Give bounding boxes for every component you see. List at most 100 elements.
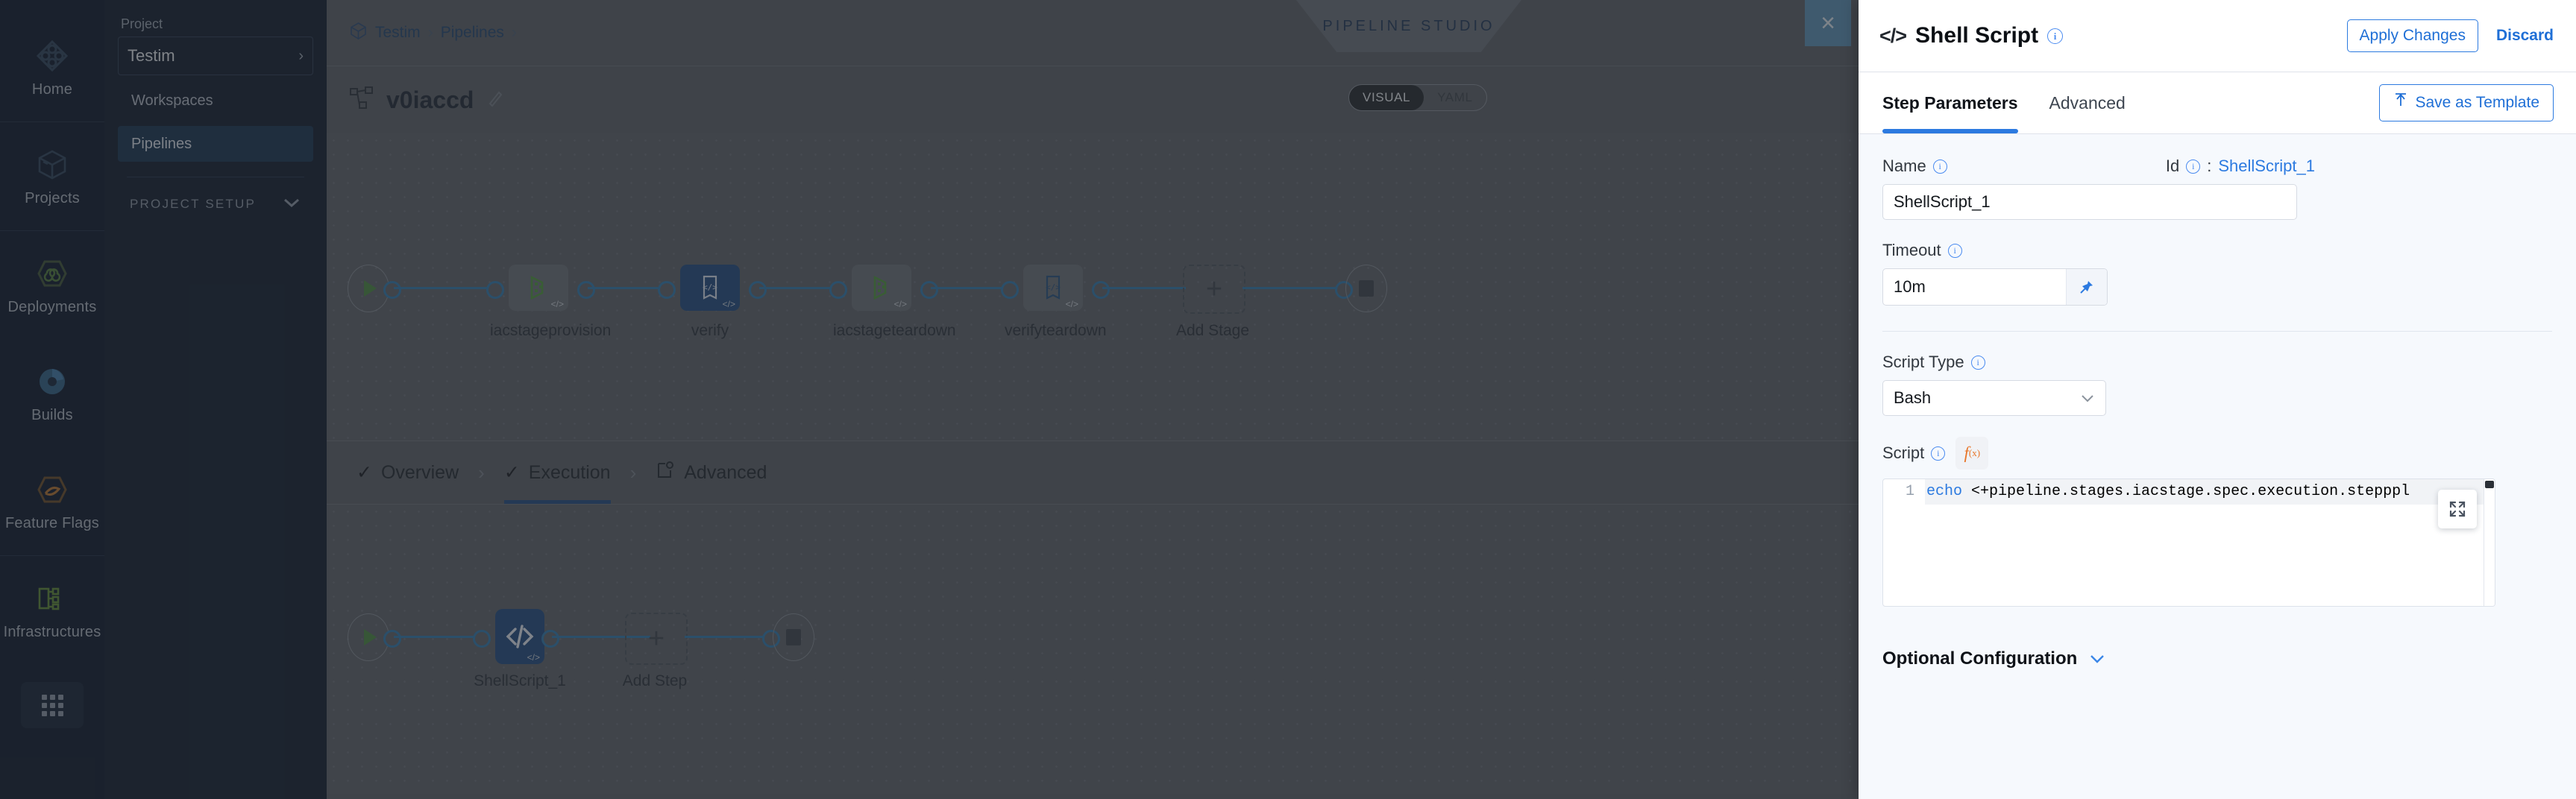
stage-type-tag: </>	[893, 299, 907, 309]
rail-item-label: Home	[31, 81, 73, 98]
infrastructure-icon	[33, 579, 72, 618]
rail-item-builds[interactable]: Builds	[0, 339, 104, 447]
rail-item-feature-flags[interactable]: Feature Flags	[0, 447, 104, 556]
save-as-template-button[interactable]: Save as Template	[2379, 84, 2554, 121]
info-icon[interactable]: i	[1931, 446, 1946, 461]
breadcrumb-separator: ›	[427, 24, 433, 41]
chevron-down-icon	[2089, 648, 2105, 669]
name-id-row: Name i Id i : ShellScript_1	[1882, 157, 2315, 176]
connector-line	[394, 636, 476, 638]
stage-node-iacstageprovision[interactable]: </>	[509, 265, 568, 311]
connector-port	[577, 281, 595, 299]
name-input[interactable]: ShellScript_1	[1882, 184, 2297, 220]
timeout-input[interactable]: 10m	[1883, 269, 2066, 305]
pin-icon[interactable]	[2066, 269, 2107, 305]
timeout-field: 10m	[1882, 268, 2108, 306]
stop-icon	[786, 629, 801, 645]
script-label: Script	[1882, 443, 1925, 462]
view-mode-visual[interactable]: VISUAL	[1349, 85, 1424, 110]
info-icon[interactable]: i	[1932, 159, 1947, 174]
apply-changes-button[interactable]: Apply Changes	[2346, 19, 2478, 52]
info-icon[interactable]: i	[2186, 159, 2201, 174]
connector-line	[588, 287, 661, 289]
expression-fx-icon[interactable]: f(x)	[1955, 437, 1989, 470]
tab-overview[interactable]: ✓ Overview	[356, 441, 459, 504]
breadcrumb-link-pipelines[interactable]: Pipelines	[440, 24, 504, 41]
sidebar-item-label: Workspaces	[131, 92, 213, 109]
sidebar-item-pipelines[interactable]: Pipelines	[118, 126, 313, 162]
stage-node-verifyteardown[interactable]: </> </>	[1023, 265, 1083, 311]
info-icon[interactable]: i	[1970, 355, 1985, 370]
drawer-title-group: </> Shell Script i	[1879, 23, 2064, 48]
script-editor[interactable]: 1 echo <+pipeline.stages.iacstage.spec.e…	[1882, 479, 2495, 607]
tab-advanced[interactable]: Advanced	[656, 441, 767, 504]
cube-icon	[349, 22, 368, 45]
script-rest: <+pipeline.stages.iacstage.spec.executio…	[1962, 483, 2384, 500]
optional-configuration-section[interactable]: Optional Configuration	[1882, 648, 2552, 669]
tab-label: Advanced	[684, 461, 767, 483]
name-label-group: Name i	[1882, 157, 1947, 176]
pencil-icon[interactable]	[486, 89, 505, 112]
stage-node-verify[interactable]: </> </>	[680, 265, 740, 311]
grid-apps-icon[interactable]	[21, 682, 84, 728]
flag-hex-icon	[33, 470, 72, 509]
connector-port	[473, 630, 491, 648]
step-node-shellscript-1[interactable]: </>	[495, 609, 544, 664]
script-keyword: echo	[1926, 483, 1963, 500]
connector-line	[1243, 287, 1339, 289]
view-mode-yaml[interactable]: YAML	[1437, 90, 1473, 104]
add-stage-label: Add Stage	[1175, 322, 1250, 339]
drawer-body: Name i Id i : ShellScript_1 ShellScript_…	[1859, 134, 2576, 799]
rail-item-home[interactable]: Home	[0, 13, 104, 122]
rail-item-label: Builds	[31, 407, 73, 423]
rail-item-label: Deployments	[7, 299, 97, 315]
connector-line	[394, 287, 491, 289]
info-icon[interactable]: i	[2047, 28, 2064, 44]
script-tail: ppl	[2383, 483, 2410, 500]
add-stage-button[interactable]: +	[1183, 265, 1245, 314]
close-icon[interactable]: ×	[1805, 0, 1851, 46]
editor-scrollbar-thumb[interactable]	[2485, 481, 2494, 488]
fx-subscript: (x)	[1968, 447, 1981, 458]
script-type-select[interactable]: Bash	[1882, 380, 2106, 416]
expand-fullscreen-icon[interactable]	[2438, 490, 2477, 528]
project-setup-label: PROJECT SETUP	[130, 197, 257, 211]
connector-port	[829, 281, 847, 299]
stage-type-tag: </>	[1065, 299, 1078, 309]
view-mode-toggle[interactable]: VISUAL YAML	[1348, 84, 1487, 111]
id-value: ShellScript_1	[2218, 157, 2315, 175]
breadcrumb-link-project[interactable]: Testim	[375, 24, 421, 41]
svg-text:</>: </>	[703, 282, 717, 292]
tab-advanced[interactable]: Advanced	[2049, 93, 2126, 113]
drawer-header: </> Shell Script i Apply Changes Discard	[1859, 0, 2576, 72]
rail-item-projects[interactable]: Projects	[0, 122, 104, 231]
project-selector[interactable]: Testim ›	[118, 37, 313, 75]
name-label: Name	[1882, 157, 1926, 175]
stage-node-iacstageteardown[interactable]: </>	[852, 265, 911, 311]
step-end-node	[773, 613, 814, 661]
stage-label: verifyteardown	[1005, 322, 1107, 339]
grid-dots	[41, 694, 63, 716]
line-number: 1	[1905, 483, 1914, 500]
optional-configuration-label: Optional Configuration	[1882, 648, 2078, 669]
tab-label: Execution	[528, 461, 611, 483]
tab-step-parameters[interactable]: Step Parameters	[1882, 72, 2018, 133]
page-title: v0iaccd	[386, 86, 474, 113]
tab-execution[interactable]: ✓ Execution	[503, 441, 611, 504]
advanced-gear-icon	[656, 461, 675, 485]
info-icon[interactable]: i	[1947, 243, 1962, 258]
project-setup-section[interactable]: PROJECT SETUP	[118, 185, 313, 224]
stage-type-tag: </>	[550, 299, 564, 309]
step-config-drawer: </> Shell Script i Apply Changes Discard…	[1859, 0, 2576, 799]
tab-label: Overview	[380, 461, 459, 483]
rail-item-deployments[interactable]: Deployments	[0, 231, 104, 339]
breadcrumb-separator: ›	[511, 24, 517, 41]
stop-icon	[1359, 280, 1374, 297]
editor-scrollbar[interactable]	[2484, 479, 2495, 606]
discard-button[interactable]: Discard	[2495, 27, 2554, 44]
svg-text:</>: </>	[1046, 282, 1061, 292]
rail-item-infrastructures[interactable]: Infrastructures	[0, 556, 104, 664]
sidebar-item-workspaces[interactable]: Workspaces	[118, 83, 313, 119]
script-type-label-group: Script Type i	[1882, 353, 2552, 372]
add-step-button[interactable]: +	[625, 613, 688, 665]
